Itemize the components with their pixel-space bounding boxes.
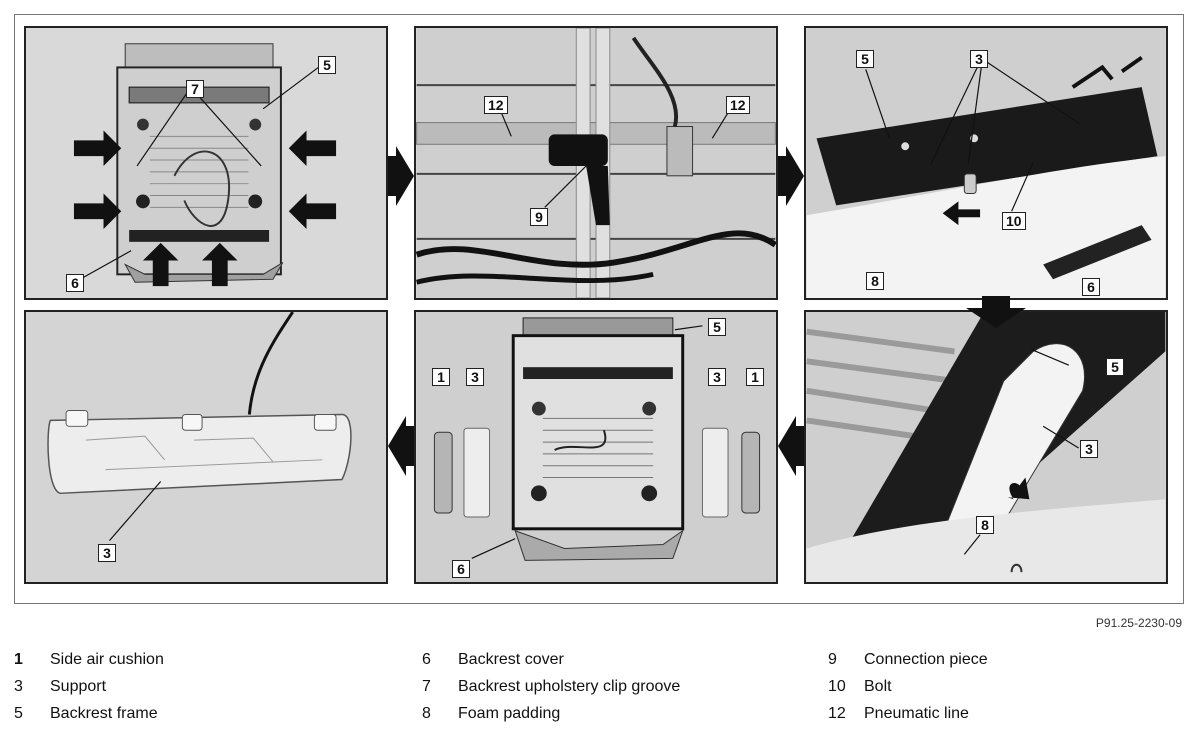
label-side-air-cushion-right: 1 [746, 368, 764, 386]
panel-remove-bolt: 5 3 10 8 6 [804, 26, 1168, 300]
arrow-up-left [142, 242, 179, 287]
arrow-bolt-out [942, 201, 981, 226]
support-part-illustration [26, 312, 386, 582]
flow-arrow-left-2 [388, 416, 414, 476]
arrow-rotate-out [1007, 477, 1030, 500]
label-backrest-cover: 6 [1082, 278, 1100, 296]
flow-arrow-left-1 [778, 416, 804, 476]
exploded-view-illustration [416, 312, 776, 582]
label-support-left: 3 [466, 368, 484, 386]
panel-support-part: 3 [24, 310, 388, 584]
label-pneumatic-line-right: 12 [726, 96, 750, 114]
tilt-support-illustration [806, 312, 1166, 582]
label-backrest-frame: 5 [708, 318, 726, 336]
label-backrest-cover: 6 [66, 274, 84, 292]
label-backrest-cover: 6 [452, 560, 470, 578]
label-bolt: 10 [1002, 212, 1026, 230]
label-support: 3 [98, 544, 116, 562]
connection-piece-illustration [416, 28, 776, 298]
label-foam-padding: 8 [866, 272, 884, 290]
flow-arrow-right-2 [778, 146, 804, 206]
backrest-rear-illustration [73, 43, 337, 287]
label-backrest-frame: 5 [856, 50, 874, 68]
label-backrest-frame: 5 [318, 56, 336, 74]
remove-bolt-illustration [806, 28, 1166, 298]
arrow-in-right-upper [288, 130, 337, 166]
label-clip-groove: 7 [186, 80, 204, 98]
panel-connection-piece: 12 12 9 [414, 26, 778, 300]
panel-backrest-rear: 7 5 6 [24, 26, 388, 300]
arrow-in-left-lower [73, 193, 122, 230]
flow-arrow-right-1 [388, 146, 414, 206]
figure-code: P91.25-2230-09 [1095, 616, 1182, 630]
label-backrest-frame: 5 [1106, 358, 1124, 376]
label-support: 3 [1080, 440, 1098, 458]
label-pneumatic-line-left: 12 [484, 96, 508, 114]
arrow-up-right [202, 242, 238, 287]
label-foam-padding: 8 [976, 516, 994, 534]
label-support-right: 3 [708, 368, 726, 386]
label-side-air-cushion-left: 1 [432, 368, 450, 386]
arrow-in-right-lower [288, 193, 337, 230]
panel-exploded-view: 5 1 3 3 1 6 [414, 310, 778, 584]
flow-arrow-down [966, 296, 1026, 328]
panel-tilt-support: 5 3 8 [804, 310, 1168, 584]
label-connection-piece: 9 [530, 208, 548, 226]
arrow-in-left-upper [73, 130, 122, 166]
label-support: 3 [970, 50, 988, 68]
